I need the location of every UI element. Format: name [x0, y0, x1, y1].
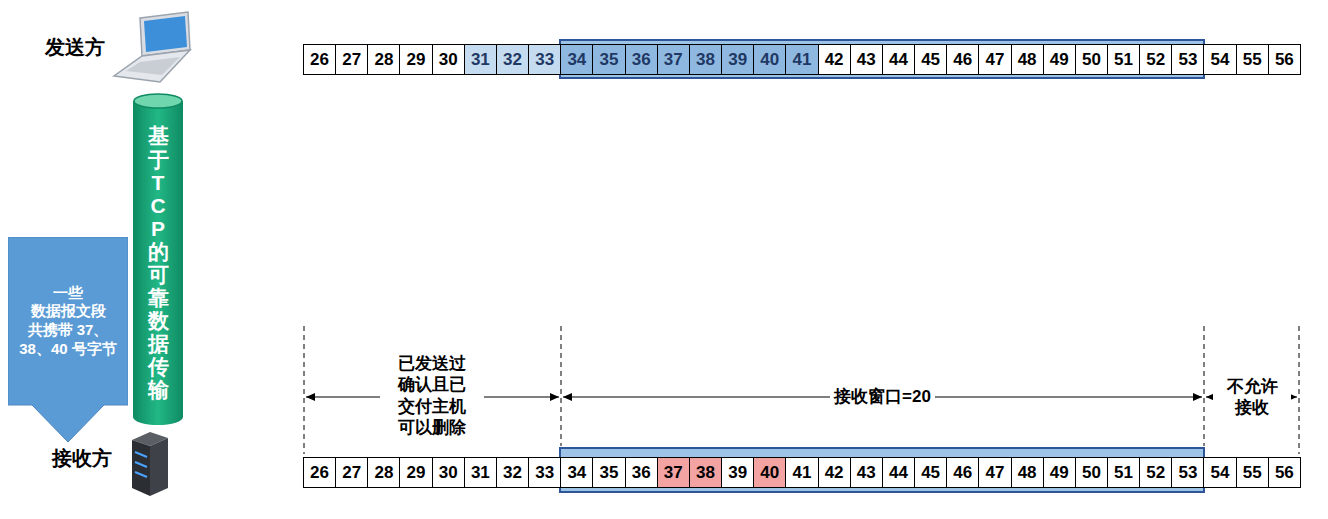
recv-byte-cell: 35 — [592, 457, 625, 488]
server-icon — [132, 432, 168, 496]
recv-byte-cell: 46 — [946, 457, 979, 488]
send-byte-cell: 39 — [721, 44, 754, 75]
recv-byte-cell: 49 — [1043, 457, 1076, 488]
segment-arrow: 一些 数据报文段 共携带 37、38、40 号字节 — [8, 237, 128, 442]
laptop-icon — [114, 12, 190, 82]
recv-byte-cell: 26 — [303, 457, 336, 488]
send-byte-cell: 52 — [1139, 44, 1172, 75]
send-byte-cell: 31 — [464, 44, 497, 75]
recv-byte-cell: 32 — [496, 457, 529, 488]
arrow-note: 一些 数据报文段 共携带 37、38、40 号字节 — [18, 284, 118, 359]
region-note: 不允许 接收 — [1213, 376, 1291, 419]
send-byte-cell: 35 — [592, 44, 625, 75]
send-byte-cell: 42 — [818, 44, 851, 75]
recv-byte-cell: 36 — [625, 457, 658, 488]
send-byte-cell: 40 — [753, 44, 786, 75]
boundary-lines — [304, 326, 1299, 454]
send-byte-cell: 45 — [914, 44, 947, 75]
recv-byte-cell: 31 — [464, 457, 497, 488]
recv-byte-cell: 56 — [1268, 457, 1301, 488]
recv-byte-cell: 44 — [882, 457, 915, 488]
send-byte-cell: 33 — [528, 44, 561, 75]
send-byte-cell: 37 — [657, 44, 690, 75]
send-byte-cell: 51 — [1107, 44, 1140, 75]
transport-cylinder: 基于TCP的可靠数据传输 — [133, 93, 183, 425]
recv-byte-cell: 53 — [1171, 457, 1204, 488]
recv-byte-cell: 41 — [785, 457, 818, 488]
recv-byte-cell: 28 — [367, 457, 400, 488]
recv-byte-cell: 51 — [1107, 457, 1140, 488]
send-byte-cell: 47 — [978, 44, 1011, 75]
window-size-label: 接收窗口=20 — [830, 386, 935, 407]
recv-byte-cell: 55 — [1236, 457, 1269, 488]
arrow-shape — [8, 237, 128, 442]
send-byte-cell: 28 — [367, 44, 400, 75]
send-byte-cell: 50 — [1075, 44, 1108, 75]
recv-byte-cell: 42 — [818, 457, 851, 488]
receive-window — [560, 448, 1204, 492]
recv-byte-cell: 52 — [1139, 457, 1172, 488]
recv-byte-cell: 33 — [528, 457, 561, 488]
recv-byte-cell: 50 — [1075, 457, 1108, 488]
send-byte-cell: 56 — [1268, 44, 1301, 75]
recv-byte-cell: 48 — [1011, 457, 1044, 488]
recv-byte-cell: 34 — [560, 457, 593, 488]
party-label: 发送方 — [41, 35, 109, 60]
party-label: 接收方 — [48, 446, 116, 471]
recv-byte-cell: 38 — [689, 457, 722, 488]
send-byte-cell: 26 — [303, 44, 336, 75]
send-byte-cell: 43 — [850, 44, 883, 75]
recv-byte-cell: 40 — [753, 457, 786, 488]
send-byte-cell: 34 — [560, 44, 593, 75]
recv-byte-cell: 39 — [721, 457, 754, 488]
send-byte-cell: 46 — [946, 44, 979, 75]
send-byte-cell: 38 — [689, 44, 722, 75]
send-byte-cell: 32 — [496, 44, 529, 75]
vertical-title: 基于TCP的可靠数据传输 — [148, 124, 169, 401]
send-byte-cell: 30 — [432, 44, 465, 75]
send-byte-cell: 53 — [1171, 44, 1204, 75]
recv-byte-cell: 47 — [978, 457, 1011, 488]
send-byte-cell: 36 — [625, 44, 658, 75]
recv-byte-cell: 54 — [1203, 457, 1236, 488]
recv-byte-cell: 30 — [432, 457, 465, 488]
recv-byte-cell: 43 — [850, 457, 883, 488]
send-window — [560, 40, 1204, 78]
send-byte-cell: 48 — [1011, 44, 1044, 75]
send-byte-cell: 41 — [785, 44, 818, 75]
send-byte-cell: 29 — [399, 44, 432, 75]
send-byte-cell: 44 — [882, 44, 915, 75]
send-byte-cell: 49 — [1043, 44, 1076, 75]
send-byte-cell: 27 — [335, 44, 368, 75]
recv-byte-cell: 45 — [914, 457, 947, 488]
recv-byte-cell: 27 — [335, 457, 368, 488]
send-byte-cell: 54 — [1203, 44, 1236, 75]
recv-byte-cell: 29 — [399, 457, 432, 488]
recv-byte-cell: 37 — [657, 457, 690, 488]
send-byte-cell: 55 — [1236, 44, 1269, 75]
region-note: 已发送过 确认且已 交付主机 可以删除 — [380, 353, 484, 438]
